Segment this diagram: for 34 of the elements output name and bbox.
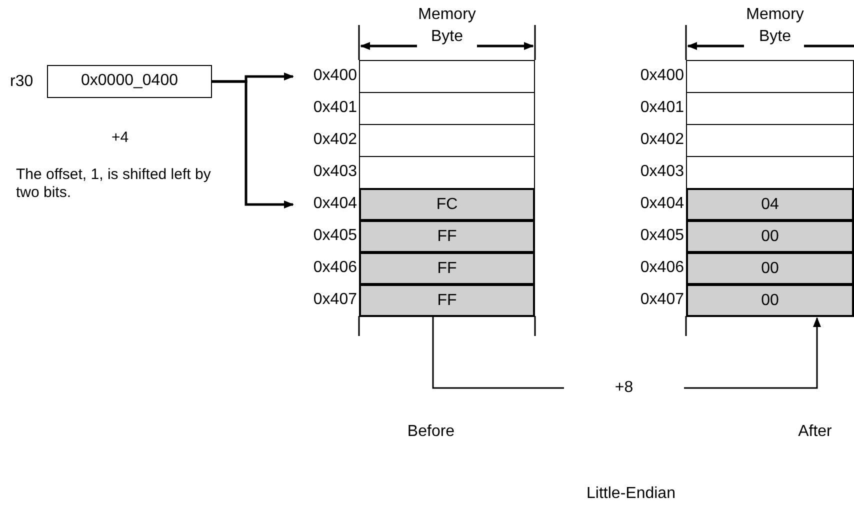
memory-address: 0x407 [312,290,357,310]
state-label: Before [406,422,456,442]
column-header: Memory Byte [417,5,477,47]
memory-cell: 00 [686,284,854,317]
memory-address: 0x403 [639,162,684,182]
memory-cell: FC [359,188,535,221]
memory-address: 0x401 [639,98,684,118]
memory-address: 0x400 [639,66,684,86]
memory-cell: 04 [686,188,854,221]
memory-address: 0x404 [312,194,357,214]
memory-cell: 00 [686,220,854,253]
offset-value: +4 [110,128,130,148]
memory-address: 0x401 [312,98,357,118]
memory-address: 0x405 [639,226,684,246]
memory-address: 0x400 [312,66,357,86]
memory-address: 0x407 [639,290,684,310]
register-box: 0x0000_0400 [47,65,212,98]
memory-cell: FF [359,284,535,317]
memory-cell: FF [359,220,535,253]
offset-note: The offset, 1, is shifted left by two bits. [16,166,212,202]
state-label: After [797,422,833,442]
memory-address: 0x402 [312,130,357,150]
memory-address: 0x406 [312,258,357,278]
arrow [212,80,294,208]
memory-address: 0x403 [312,162,357,182]
memory-address: 0x406 [639,258,684,278]
column-header: Memory Byte [745,5,805,47]
memory-address: 0x404 [639,194,684,214]
memory-address: 0x405 [312,226,357,246]
memory-address: 0x402 [639,130,684,150]
title-label: Little-Endian [586,484,676,504]
memory-cell: FF [359,252,535,285]
memory-cell: 00 [686,252,854,285]
register-name: r30 [10,72,34,92]
